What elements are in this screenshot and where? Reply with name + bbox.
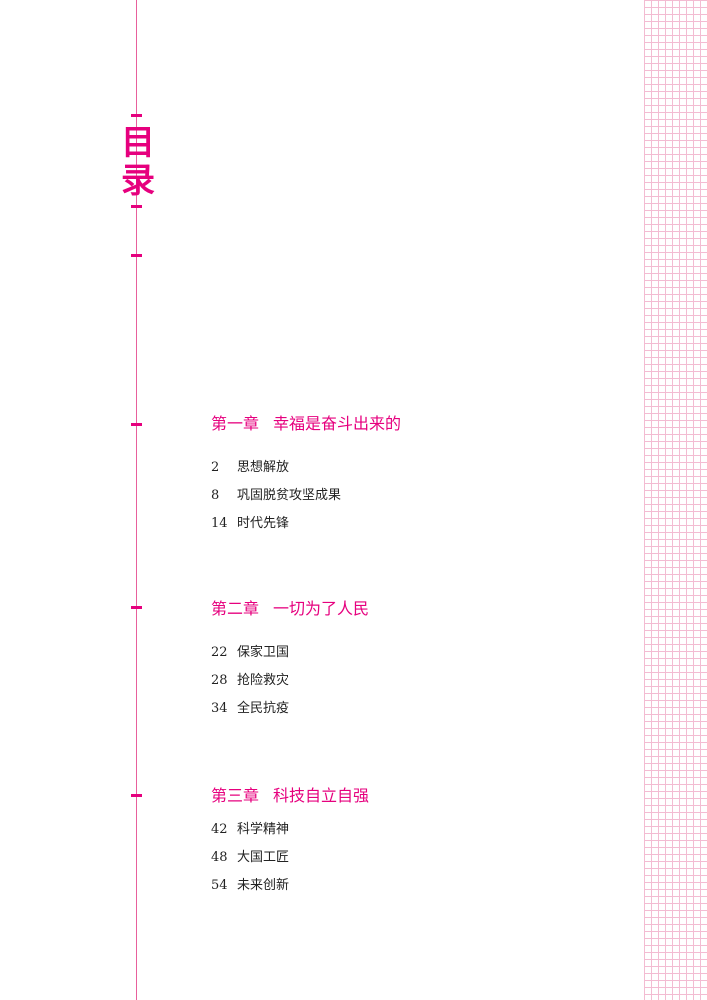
chapter-title: 一切为了人民 bbox=[273, 599, 370, 618]
entry-title: 思想解放 bbox=[237, 460, 290, 475]
chapter-heading[interactable]: 第一章幸福是奋斗出来的 bbox=[211, 414, 401, 434]
entry-title: 未来创新 bbox=[237, 878, 290, 893]
chapter-number: 第二章 bbox=[211, 599, 260, 618]
margin-line bbox=[136, 0, 137, 1000]
chapter-1: 第一章幸福是奋斗出来的 2 思想解放 8 巩固脱贫攻坚成果 14 时代先锋 bbox=[211, 414, 401, 531]
chapter-number: 第三章 bbox=[211, 786, 260, 805]
toc-entry[interactable]: 42 科学精神 bbox=[211, 823, 369, 837]
chapter-number: 第一章 bbox=[211, 414, 260, 433]
toc-entry[interactable]: 8 巩固脱贫攻坚成果 bbox=[211, 489, 401, 503]
toc-entry[interactable]: 14 时代先锋 bbox=[211, 517, 401, 531]
entry-page: 28 bbox=[211, 673, 228, 688]
margin-tick bbox=[131, 114, 142, 117]
title-char: 录 bbox=[121, 161, 155, 201]
entry-page: 48 bbox=[211, 850, 228, 865]
chapter-2: 第二章一切为了人民 22 保家卫国 28 抢险救灾 34 全民抗疫 bbox=[211, 599, 369, 716]
title-char: 目 bbox=[121, 123, 155, 163]
chapter-heading[interactable]: 第三章科技自立自强 bbox=[211, 786, 369, 806]
margin-tick bbox=[131, 205, 142, 208]
entry-page: 34 bbox=[211, 701, 228, 716]
chapter-title: 幸福是奋斗出来的 bbox=[273, 414, 402, 433]
toc-entry[interactable]: 34 全民抗疫 bbox=[211, 702, 369, 716]
entry-title: 保家卫国 bbox=[237, 645, 290, 660]
toc-entry[interactable]: 22 保家卫国 bbox=[211, 646, 369, 660]
margin-tick bbox=[131, 606, 142, 609]
margin-tick bbox=[131, 423, 142, 426]
entry-page: 22 bbox=[211, 645, 228, 660]
entry-title: 科学精神 bbox=[237, 822, 290, 837]
toc-entry[interactable]: 54 未来创新 bbox=[211, 879, 369, 893]
entry-page: 54 bbox=[211, 878, 228, 893]
grid-panel bbox=[644, 0, 707, 1000]
margin-tick bbox=[131, 254, 142, 257]
entry-page: 42 bbox=[211, 822, 228, 837]
toc-entry[interactable]: 28 抢险救灾 bbox=[211, 674, 369, 688]
entry-title: 大国工匠 bbox=[237, 850, 290, 865]
margin-tick bbox=[131, 794, 142, 797]
entry-page: 14 bbox=[211, 516, 228, 531]
toc-entry[interactable]: 48 大国工匠 bbox=[211, 851, 369, 865]
entry-title: 时代先锋 bbox=[237, 516, 290, 531]
entry-page: 8 bbox=[211, 488, 220, 503]
entry-title: 全民抗疫 bbox=[237, 701, 290, 716]
entry-title: 巩固脱贫攻坚成果 bbox=[237, 488, 342, 503]
chapter-3: 第三章科技自立自强 42 科学精神 48 大国工匠 54 未来创新 bbox=[211, 786, 369, 893]
page-title: 目 录 bbox=[118, 124, 158, 200]
toc-entry[interactable]: 2 思想解放 bbox=[211, 461, 401, 475]
chapter-heading[interactable]: 第二章一切为了人民 bbox=[211, 599, 369, 619]
entry-page: 2 bbox=[211, 460, 220, 475]
entry-title: 抢险救灾 bbox=[237, 673, 290, 688]
chapter-title: 科技自立自强 bbox=[273, 786, 370, 805]
